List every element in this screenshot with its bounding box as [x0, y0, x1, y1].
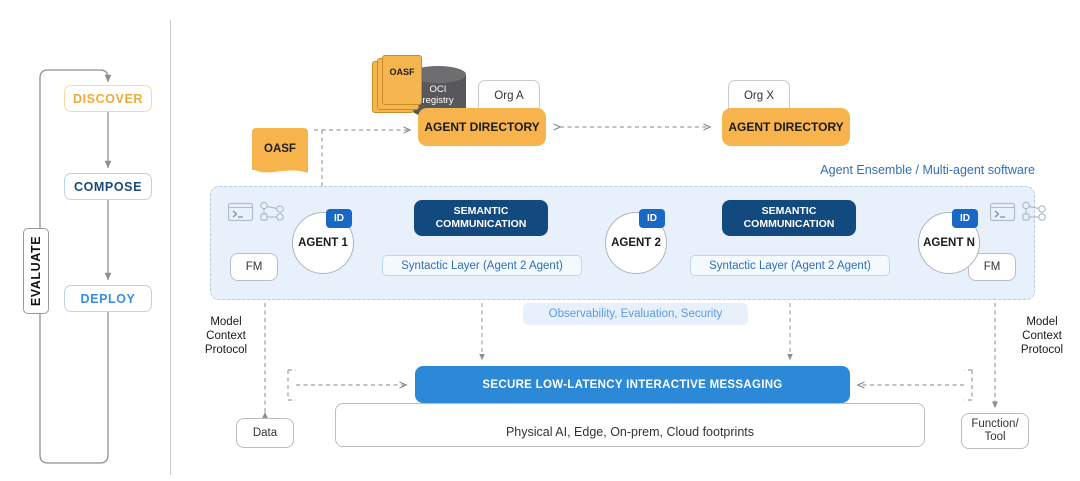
lifecycle-step-compose[interactable]: COMPOSE: [64, 173, 152, 200]
agent-id-badge[interactable]: ID: [952, 209, 978, 228]
agent-id-badge[interactable]: ID: [639, 209, 665, 228]
syntactic-layer-label: Syntactic Layer (Agent 2 Agent): [709, 259, 871, 272]
observability-evaluation-security-badge: Observability, Evaluation, Security: [523, 303, 748, 325]
syntactic-layer-label: Syntactic Layer (Agent 2 Agent): [401, 259, 563, 272]
terminal-icon: [989, 202, 1016, 222]
syntactic-layer-1[interactable]: Syntactic Layer (Agent 2 Agent): [382, 255, 582, 276]
oci-registry-label: OCI registry: [422, 84, 454, 106]
oasf-card-label: OASF: [389, 67, 415, 77]
org-tab-label: Org X: [743, 90, 775, 102]
fm-label: FM: [983, 261, 1001, 273]
agent-directory-label: AGENT DIRECTORY: [728, 120, 844, 134]
lifecycle-step-label: DISCOVER: [72, 91, 144, 106]
footprints-label: Physical AI, Edge, On-prem, Cloud footpr…: [505, 425, 755, 439]
node-graph-icon: [260, 201, 284, 221]
agent-ensemble-label: Agent Ensemble / Multi-agent software: [820, 163, 1035, 177]
id-badge-label: ID: [647, 213, 657, 224]
fm-label: FM: [245, 261, 263, 273]
syntactic-layer-2[interactable]: Syntactic Layer (Agent 2 Agent): [690, 255, 890, 276]
oasf-card-stack-icon: OASF: [372, 55, 430, 117]
agent-label: AGENT 2: [611, 237, 661, 249]
semantic-line-1: SEMANTIC: [453, 205, 509, 217]
agent-tooling-icons-left: [227, 201, 286, 223]
lifecycle-loop-evaluate[interactable]: EVALUATE: [23, 228, 49, 314]
org-tab-x: Org X: [728, 80, 790, 112]
document-wave-edge: [252, 168, 308, 179]
semantic-communication-2[interactable]: SEMANTIC COMMUNICATION: [722, 200, 856, 236]
agent-directory-a[interactable]: AGENT DIRECTORY: [418, 108, 546, 146]
lifecycle-step-deploy[interactable]: DEPLOY: [64, 285, 152, 312]
agent-directory-label: AGENT DIRECTORY: [424, 120, 540, 134]
lifecycle-step-discover[interactable]: DISCOVER: [64, 85, 152, 112]
messaging-label: SECURE LOW-LATENCY INTERACTIVE MESSAGING: [482, 378, 783, 391]
semantic-line-2: COMMUNICATION: [435, 218, 527, 230]
node-graph-icon: [1022, 201, 1046, 221]
foundation-model-left[interactable]: FM: [230, 253, 278, 281]
agent-directory-x[interactable]: AGENT DIRECTORY: [722, 108, 850, 146]
id-badge-label: ID: [334, 213, 344, 224]
function-tool-label: Function/ Tool: [971, 418, 1019, 443]
footprints-bar: Physical AI, Edge, On-prem, Cloud footpr…: [335, 403, 925, 447]
id-badge-label: ID: [960, 213, 970, 224]
oasf-document-icon[interactable]: OASF: [252, 128, 308, 173]
data-node[interactable]: Data: [236, 418, 294, 448]
data-label: Data: [252, 427, 278, 439]
agent-label: AGENT 1: [298, 237, 348, 249]
secure-messaging-bar[interactable]: SECURE LOW-LATENCY INTERACTIVE MESSAGING: [415, 366, 850, 403]
semantic-line-2: COMMUNICATION: [743, 218, 835, 230]
observability-label: Observability, Evaluation, Security: [548, 308, 723, 320]
agent-tooling-icons-right: [989, 201, 1048, 223]
oasf-document-label: OASF: [264, 143, 296, 155]
agent-id-badge[interactable]: ID: [326, 209, 352, 228]
lifecycle-step-label: COMPOSE: [73, 179, 143, 194]
model-context-protocol-left: Model Context Protocol: [204, 316, 248, 356]
agent-label: AGENT N: [923, 237, 975, 249]
org-tab-label: Org A: [494, 90, 524, 102]
panel-divider: [170, 20, 171, 475]
cylinder-top: [410, 66, 466, 83]
function-tool-node[interactable]: Function/ Tool: [961, 413, 1029, 449]
semantic-line-1: SEMANTIC: [761, 205, 817, 217]
oasf-card-front: OASF: [382, 55, 422, 105]
lifecycle-loop-label: EVALUATE: [29, 235, 43, 307]
model-context-protocol-right: Model Context Protocol: [1020, 316, 1064, 356]
terminal-icon: [227, 202, 254, 222]
org-tab-a: Org A: [478, 80, 540, 112]
lifecycle-step-label: DEPLOY: [80, 291, 136, 306]
semantic-communication-1[interactable]: SEMANTIC COMMUNICATION: [414, 200, 548, 236]
